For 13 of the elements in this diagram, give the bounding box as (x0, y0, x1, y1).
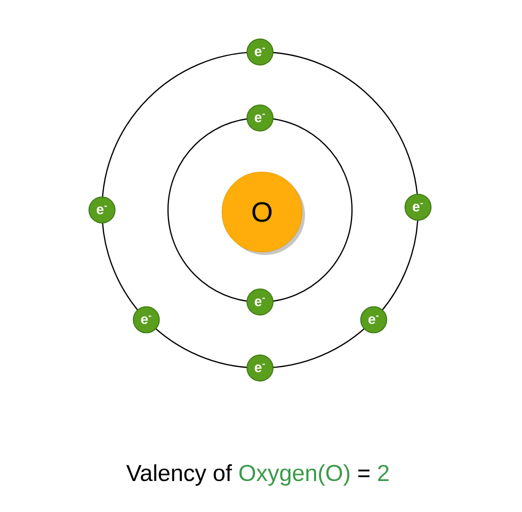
electron: e$^{-}$ (246, 38, 274, 66)
caption-text: = (358, 470, 370, 478)
electron: e$^{-}$ (246, 104, 274, 132)
caption-text: Oxygen(O) (239, 464, 350, 486)
electron: e$^{-}$ (132, 306, 160, 334)
electron: e$^{-}$ (360, 306, 388, 334)
electron: e$^{-}$ (246, 288, 274, 316)
caption-text: Valency of (126, 464, 232, 486)
nucleus: O (222, 172, 305, 255)
electron: e$^{-}$ (88, 196, 116, 224)
electron: e$^{-}$ (246, 354, 274, 382)
electron: e$^{-}$ (404, 194, 432, 221)
caption-text: 2 (378, 464, 389, 481)
